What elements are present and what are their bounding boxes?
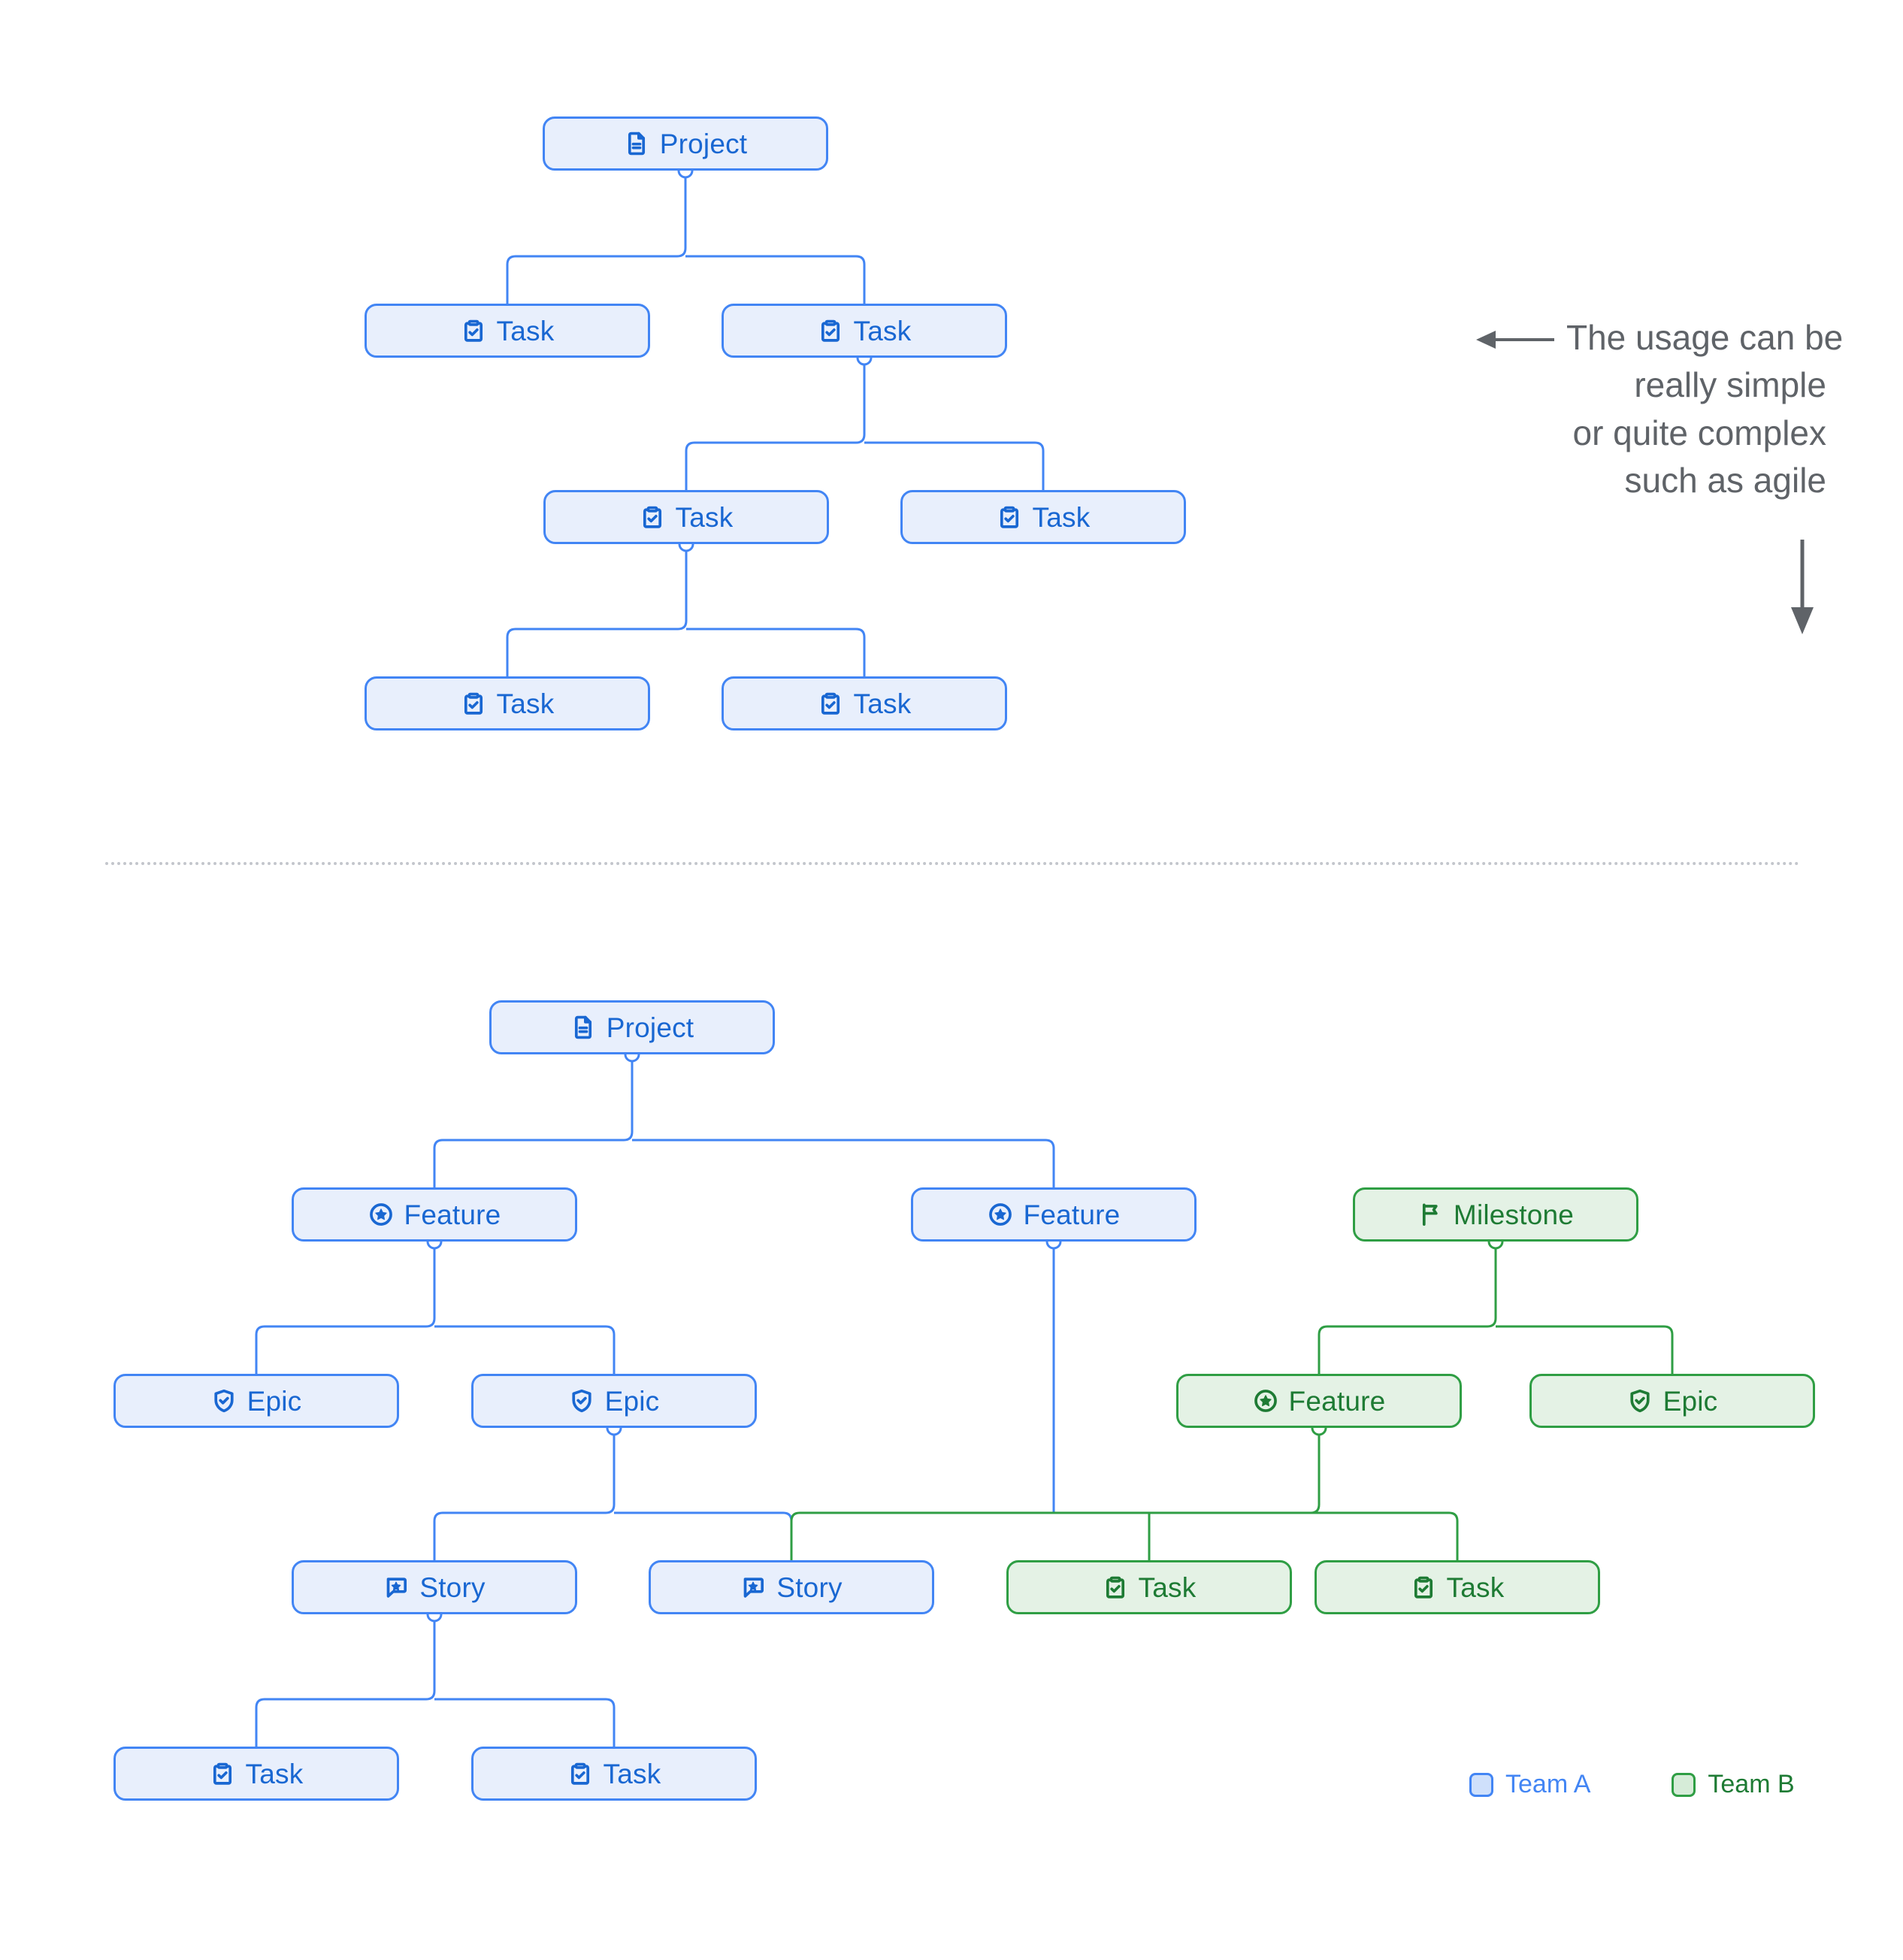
node-label: Task	[496, 315, 555, 346]
node-epic[interactable]: Epic	[113, 1374, 399, 1428]
feature-star-icon	[1253, 1388, 1278, 1414]
task-clipboard-icon	[567, 1761, 593, 1786]
node-label: Story	[419, 1571, 486, 1603]
node-label: Epic	[247, 1385, 302, 1417]
node-feature[interactable]: Feature	[292, 1187, 577, 1242]
task-clipboard-icon	[818, 691, 843, 716]
node-story[interactable]: Story	[649, 1560, 934, 1614]
node-task[interactable]: Task	[1006, 1560, 1292, 1614]
node-task[interactable]: Task	[1315, 1560, 1600, 1614]
task-clipboard-icon	[997, 504, 1022, 530]
node-project[interactable]: Project	[489, 1000, 775, 1054]
node-label: Feature	[404, 1199, 501, 1230]
node-label: Project	[659, 128, 748, 159]
node-epic[interactable]: Epic	[1529, 1374, 1815, 1428]
task-clipboard-icon	[461, 691, 486, 716]
epic-shield-icon	[569, 1388, 594, 1414]
node-label: Feature	[1288, 1385, 1386, 1417]
legend-swatch-team-b	[1672, 1772, 1696, 1797]
node-label: Milestone	[1453, 1199, 1575, 1230]
epic-shield-icon	[1627, 1388, 1653, 1414]
node-epic[interactable]: Epic	[471, 1374, 757, 1428]
node-task[interactable]: Task	[113, 1747, 399, 1801]
annotation-line-2: really simple	[1634, 365, 1826, 405]
node-task[interactable]: Task	[365, 304, 650, 358]
legend-item-team-a: Team A	[1469, 1770, 1590, 1799]
node-label: Task	[1032, 501, 1091, 533]
node-label: Epic	[1662, 1385, 1718, 1417]
node-task[interactable]: Task	[543, 490, 829, 544]
node-label: Project	[606, 1012, 694, 1043]
story-bubble-icon	[383, 1574, 409, 1600]
document-icon	[624, 131, 649, 156]
legend-swatch-team-a	[1469, 1772, 1493, 1797]
story-bubble-icon	[740, 1574, 766, 1600]
document-icon	[570, 1015, 596, 1040]
annotation-line-4: such as agile	[1624, 461, 1827, 501]
node-story[interactable]: Story	[292, 1560, 577, 1614]
task-clipboard-icon	[640, 504, 665, 530]
node-task[interactable]: Task	[471, 1747, 757, 1801]
node-task[interactable]: Task	[365, 676, 650, 730]
node-label: Story	[776, 1571, 843, 1603]
epic-shield-icon	[211, 1388, 237, 1414]
node-label: Task	[675, 501, 734, 533]
node-project[interactable]: Project	[543, 116, 828, 171]
milestone-flag-icon	[1417, 1202, 1443, 1227]
task-clipboard-icon	[1411, 1574, 1436, 1600]
legend-label-team-a: Team A	[1505, 1770, 1591, 1798]
arrow-down-icon	[1791, 539, 1814, 634]
node-label: Task	[245, 1758, 304, 1789]
node-label: Epic	[604, 1385, 660, 1417]
node-label: Task	[603, 1758, 661, 1789]
section-divider	[105, 862, 1800, 865]
legend-item-team-b: Team B	[1672, 1770, 1795, 1799]
node-label: Task	[496, 688, 555, 719]
annotation-line-1: The usage can be	[1473, 314, 1843, 361]
node-feature[interactable]: Feature	[911, 1187, 1197, 1242]
legend-label-team-b: Team B	[1708, 1770, 1795, 1798]
legend: Team A Team B	[1469, 1770, 1795, 1799]
usage-annotation: The usage can be really simple or quite …	[1473, 314, 1843, 648]
task-clipboard-icon	[818, 318, 843, 343]
node-label: Task	[1138, 1571, 1197, 1603]
node-milestone[interactable]: Milestone	[1353, 1187, 1638, 1242]
node-task[interactable]: Task	[722, 304, 1007, 358]
annotation-line-3: or quite complex	[1572, 413, 1827, 452]
feature-star-icon	[368, 1202, 394, 1227]
task-clipboard-icon	[1103, 1574, 1128, 1600]
node-feature[interactable]: Feature	[1176, 1374, 1462, 1428]
node-label: Task	[853, 688, 912, 719]
node-label: Feature	[1023, 1199, 1121, 1230]
arrow-left-icon	[1476, 331, 1554, 349]
task-clipboard-icon	[210, 1761, 235, 1786]
node-task[interactable]: Task	[900, 490, 1186, 544]
node-task[interactable]: Task	[722, 676, 1007, 730]
node-label: Task	[1446, 1571, 1505, 1603]
node-label: Task	[853, 315, 912, 346]
task-clipboard-icon	[461, 318, 486, 343]
feature-star-icon	[988, 1202, 1013, 1227]
